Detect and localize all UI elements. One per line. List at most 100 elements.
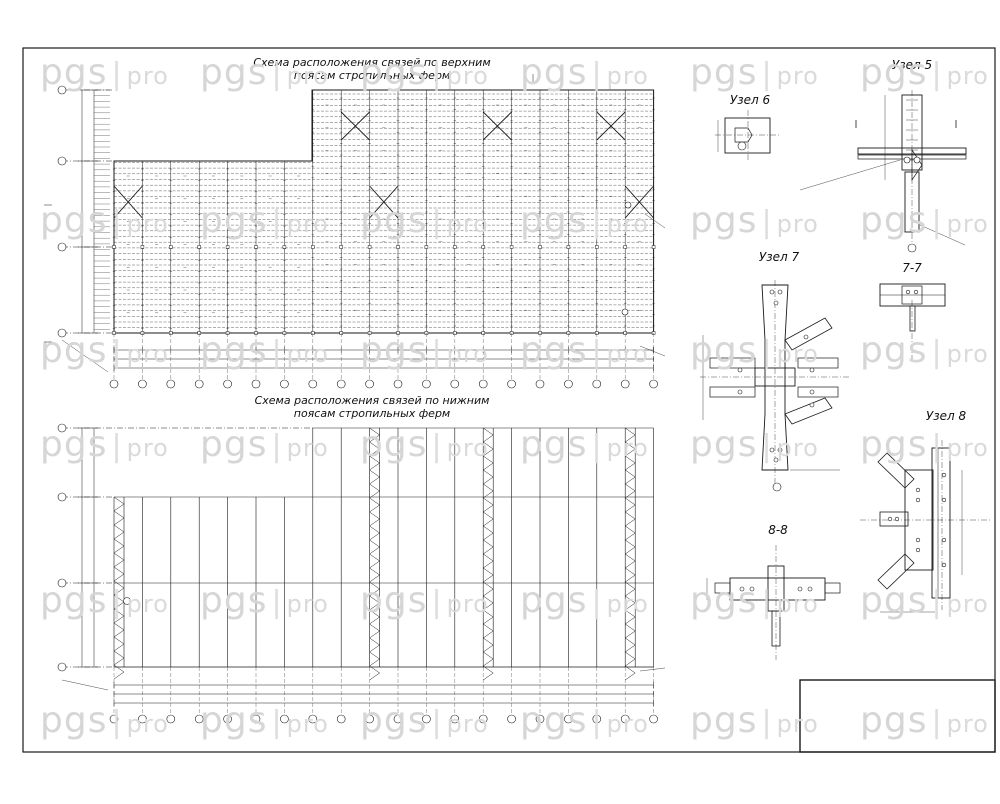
axis-bubble-col [393,714,403,724]
brace-diagonal [625,511,636,520]
brace-diagonal [625,581,636,590]
brace-diagonal [113,615,125,624]
brace-diagonal [625,427,636,436]
upper-plan-title-2: поясам стропильных ферм [294,69,450,82]
axis-bubble-col [620,379,630,389]
brace-diagonal [483,427,494,436]
axis-bubble-col [564,379,573,389]
brace-diagonal [369,623,380,632]
axis-bubble-col [365,379,374,389]
bolt [913,156,921,164]
brace-diagonal [113,573,125,582]
lower-chord-bracing-plan [57,423,666,724]
bolt [769,289,775,295]
gusset-plate [724,117,771,154]
node7-detail [700,280,850,492]
brace-diagonal [369,462,380,471]
axis-bubble-row [57,328,67,338]
brace-diagonal [625,595,636,604]
brace-diagonal [625,672,636,681]
strut-angle [709,357,756,369]
upper-plan-title-1: Схема расположения связей по верхним [253,56,490,69]
brace-diagonal [369,518,380,527]
brace-diagonal [369,595,380,604]
brace-diagonal [483,644,494,653]
brace-diagonal [369,546,380,555]
brace-diagonal [483,476,494,485]
brace-diagonal [483,658,494,667]
bolt [915,537,921,543]
axis-bubble-row [57,662,67,672]
brace-diagonal [369,567,380,576]
brace-diagonal [113,601,125,610]
axis-bubble-col [478,714,488,724]
brace-diagonal [369,476,380,485]
brace-diagonal [483,672,494,681]
axis-bubble-col [166,714,176,724]
brace-diagonal [113,664,125,673]
strut-angle [797,357,839,369]
bolt [773,457,779,463]
axis-bubble-row [57,578,67,588]
bolt [797,586,803,592]
leader-line [644,213,666,229]
column-web [771,610,781,647]
brace-diagonal [369,616,380,625]
bolt [809,402,815,408]
brace-diagonal [369,665,380,674]
axis-bubble-row [57,156,67,166]
axis-bubble-col [564,714,573,724]
brace-diagonal [625,602,636,611]
brace-diagonal [113,622,125,631]
brace-diagonal [483,455,494,464]
node-callout [624,201,632,209]
brace-diagonal [483,532,494,541]
brace-diagonal [483,651,494,660]
brace-diagonal [625,497,636,506]
axis-bubble-col [450,714,460,724]
brace-diagonal [113,566,125,575]
brace-diagonal [625,616,636,625]
column-section [931,447,951,599]
column-mark [140,245,145,249]
bracing-diagonal [624,185,654,219]
upper-chord-bracing-plan [44,74,666,389]
brace-diagonal [483,616,494,625]
brace-diagonal [625,644,636,653]
bracing-diagonal [482,111,512,141]
bolt [894,516,900,522]
axis-bubble-col [223,714,232,724]
upper-outline [113,89,655,334]
axis-bubble-col [649,379,658,389]
bolt [803,334,809,340]
brace-diagonal [369,658,380,667]
axis-bubble-col [649,714,658,724]
brace-diagonal [483,462,494,471]
node5-detail [799,90,967,253]
brace-diagonal [483,483,494,492]
axis-bubble-col [620,714,630,724]
axis-bubble-col [450,379,460,389]
lower-plan-title-2: поясам стропильных ферм [294,407,450,420]
strut-angle [709,386,756,398]
axis-bubble-col [478,379,488,389]
brace-diagonal [369,490,380,499]
brace-diagonal [483,630,494,639]
axis-bubble-col [592,714,602,724]
brace-diagonal [483,574,494,583]
strut-angle [879,511,909,527]
brace-diagonal [113,594,125,603]
brace-diagonal [369,574,380,583]
bolt [777,447,783,453]
brace-diagonal [369,581,380,590]
column-mark [225,245,230,249]
brace-diagonal [625,637,636,646]
brace-diagonal [625,623,636,632]
brace-diagonal [625,560,636,569]
brace-diagonal [483,469,494,478]
column-mark [339,245,343,249]
bolt [903,156,911,164]
bracing-diagonal [113,185,143,219]
brace-diagonal [483,581,494,590]
